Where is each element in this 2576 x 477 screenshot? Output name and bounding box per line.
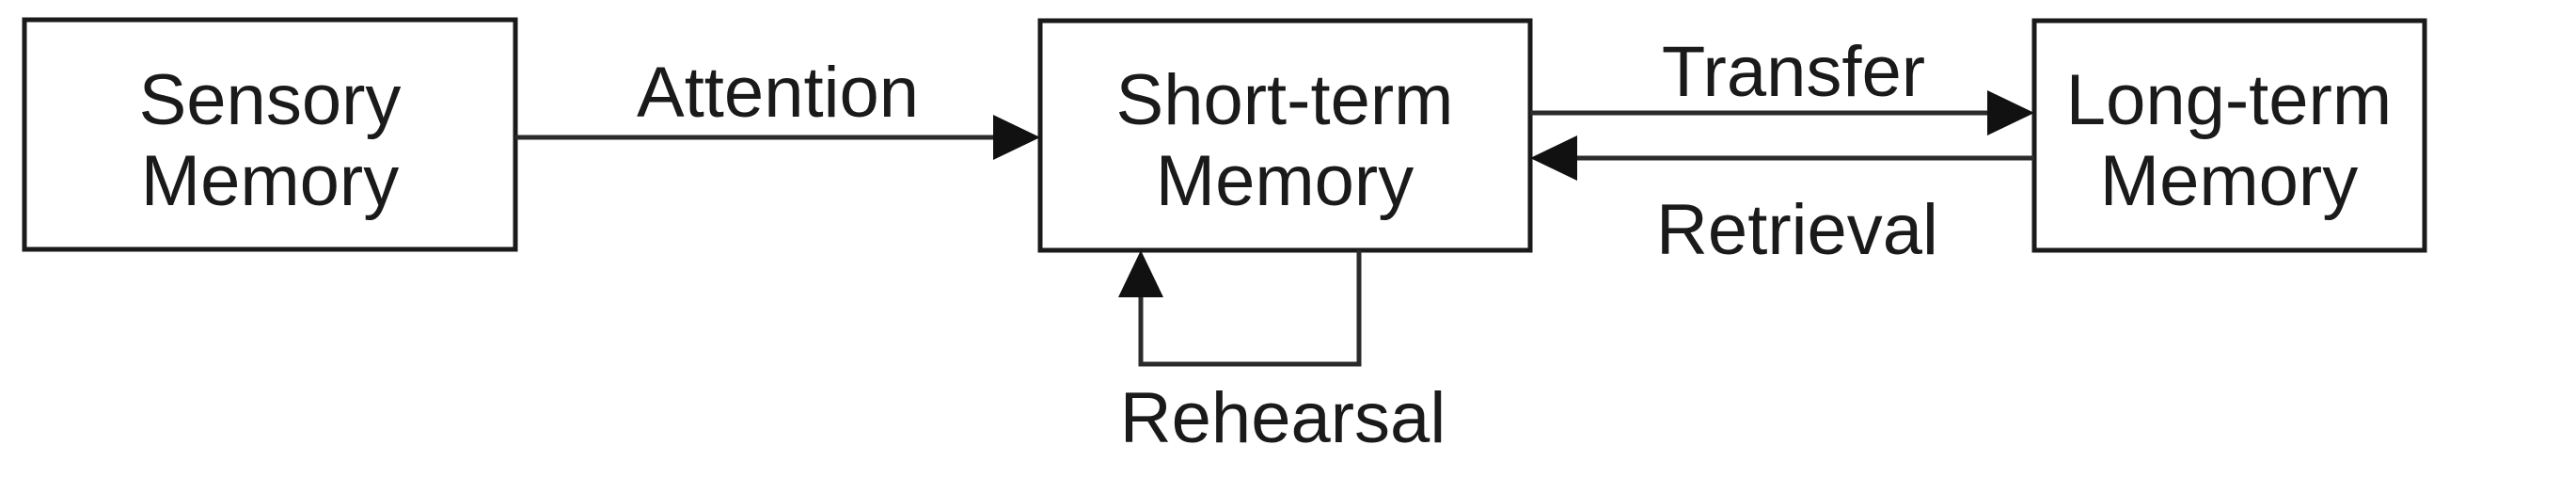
edge-attention[interactable]: Attention (515, 53, 1040, 160)
long-term-memory-label-line2: Memory (2100, 141, 2358, 221)
node-short-term-memory[interactable]: Short-term Memory (1037, 18, 1533, 253)
short-term-memory-label-line1: Short-term (1116, 60, 1454, 140)
short-term-memory-box[interactable] (1037, 18, 1533, 253)
short-term-memory-label-line2: Memory (1156, 141, 1414, 221)
retrieval-arrowhead-icon (1530, 135, 1577, 181)
attention-label: Attention (637, 53, 919, 133)
rehearsal-loop-line (1138, 250, 1362, 367)
sensory-memory-box[interactable] (22, 17, 518, 252)
transfer-arrowhead-icon (1987, 90, 2034, 135)
node-long-term-memory[interactable]: Long-term Memory (2031, 18, 2427, 253)
attention-arrowhead-icon (993, 115, 1040, 160)
sensory-memory-label-line2: Memory (141, 141, 399, 221)
retrieval-label: Retrieval (1656, 190, 1938, 270)
sensory-memory-label-line1: Sensory (139, 60, 402, 140)
edge-rehearsal[interactable]: Rehearsal (1118, 250, 1446, 458)
edge-retrieval[interactable]: Retrieval (1530, 135, 2034, 270)
long-term-memory-label-line1: Long-term (2066, 60, 2392, 140)
long-term-memory-box[interactable] (2031, 18, 2427, 253)
transfer-label: Transfer (1662, 32, 1925, 112)
rehearsal-label: Rehearsal (1120, 378, 1446, 458)
edge-transfer[interactable]: Transfer (1530, 32, 2034, 135)
node-sensory-memory[interactable]: Sensory Memory (22, 17, 518, 252)
rehearsal-arrowhead-icon (1118, 250, 1163, 297)
